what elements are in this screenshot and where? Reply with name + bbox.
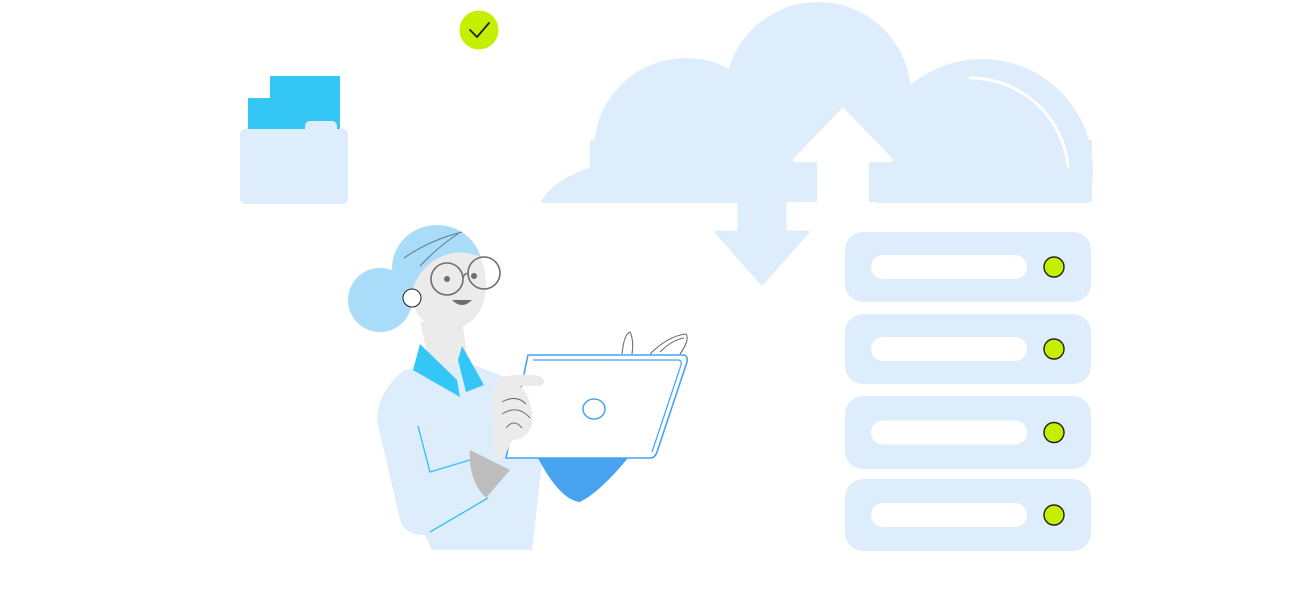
- cloud-shape: [500, 2, 1120, 323]
- status-led-icon: [1043, 504, 1065, 526]
- upload-arrow-icon: [793, 108, 893, 204]
- person-figure: [348, 225, 688, 550]
- server-rack: [845, 232, 1091, 551]
- server-unit: [845, 396, 1091, 469]
- server-drive-slot: [871, 255, 1027, 279]
- checkmark-badge: [459, 10, 499, 50]
- server-drive-slot: [871, 503, 1027, 527]
- server-unit: [845, 314, 1091, 384]
- checkmark-icon: [469, 22, 490, 38]
- download-arrow-icon: [714, 201, 810, 286]
- status-led-icon: [1043, 256, 1065, 278]
- folder-icon: [240, 75, 348, 204]
- status-led-icon: [1043, 421, 1065, 444]
- server-drive-slot: [871, 337, 1027, 361]
- server-unit: [845, 479, 1091, 551]
- status-led-icon: [1043, 338, 1065, 360]
- server-drive-slot: [871, 420, 1027, 445]
- server-unit: [845, 232, 1091, 302]
